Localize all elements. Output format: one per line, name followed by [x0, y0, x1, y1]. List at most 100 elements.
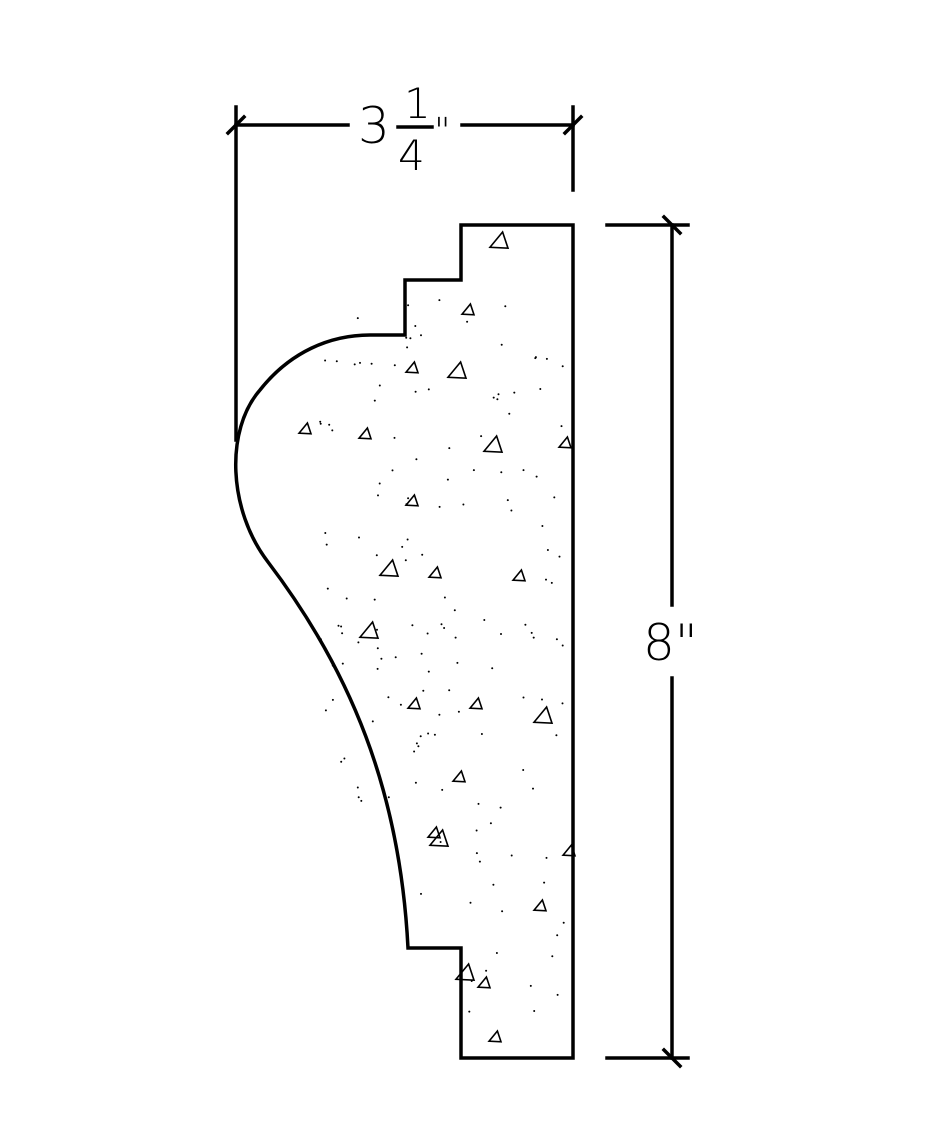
stipple-dot [522, 469, 525, 472]
stipple-dot [510, 854, 513, 857]
stipple-dot [360, 799, 363, 802]
stipple-dot [359, 361, 361, 364]
stipple-dot [555, 638, 558, 641]
stipple-dot [341, 632, 344, 635]
stipple-dot [409, 337, 412, 340]
stipple-dot [406, 346, 409, 349]
stipple-dot [443, 627, 446, 629]
stipple-dot [401, 545, 404, 548]
aggregate-triangle [468, 696, 484, 710]
aggregate-triangle [532, 898, 548, 912]
stipple-dot [501, 910, 504, 913]
aggregate-triangle [532, 705, 554, 725]
stipple-dot [433, 733, 436, 736]
stipple-dot [504, 305, 507, 308]
stipple-dot [438, 713, 441, 716]
stipple-dot [462, 503, 465, 506]
stipple-dot [522, 696, 525, 699]
aggregate-triangle [357, 426, 373, 440]
stipple-dot [561, 644, 564, 647]
stipple-dot [378, 482, 381, 485]
stipple-dot [513, 391, 516, 394]
stipple-dot [457, 710, 460, 713]
stipple-dot [370, 362, 373, 365]
stipple-dot [319, 638, 322, 641]
stipple-dot [472, 469, 475, 472]
stipple-dot [373, 598, 376, 601]
stipple-dot [414, 325, 417, 327]
stipple-dot [560, 425, 563, 428]
stipple-dot [358, 536, 360, 539]
stipple-dot [421, 553, 424, 556]
aggregate-triangle [358, 620, 380, 640]
stipple-dot [545, 357, 548, 360]
aggregate-triangle [482, 434, 504, 454]
stipple-dot [393, 364, 396, 367]
stipple-dot [406, 538, 409, 541]
stipple-dot [492, 396, 495, 399]
stipple-dot [491, 667, 494, 670]
profile-outline [233, 223, 575, 1060]
stipple-dot [469, 901, 472, 904]
stipple-dot [438, 299, 441, 302]
stipple-dot [414, 390, 417, 393]
tick-mark [225, 114, 247, 136]
aggregate-triangle [476, 975, 492, 989]
stipple-dot [539, 388, 542, 390]
stipple-dot [443, 596, 446, 599]
stipple-dot [562, 921, 565, 924]
stipple-dot [413, 750, 416, 753]
stipple-dot [440, 623, 443, 626]
stipple-dot [496, 398, 499, 401]
aggregate-triangle [404, 360, 420, 374]
aggregate-triangle [557, 435, 573, 449]
width-dimension: 3 1 4 " [225, 79, 584, 442]
stipple-dot [497, 393, 500, 396]
stipple-dot [545, 578, 547, 581]
stipple-dot [530, 631, 533, 634]
stipple-dot [373, 399, 376, 402]
stipple-dot [417, 745, 420, 748]
aggregate-triangle [454, 962, 476, 982]
stipple-dot [415, 742, 418, 745]
stipple-dot [475, 852, 478, 855]
stipple-dot [555, 734, 558, 737]
stipple-dot [441, 788, 444, 791]
stipple-dot [500, 343, 503, 346]
stipple-dot [319, 420, 322, 423]
stipple-dot [422, 689, 425, 692]
stipple-dot [522, 769, 525, 771]
stipple-dot [419, 735, 422, 738]
aggregate-triangle [446, 360, 468, 380]
stipple-dot [427, 388, 430, 391]
stipple-dot [324, 532, 327, 534]
stipple-dot [541, 698, 543, 701]
aggregate-triangle [487, 1029, 503, 1043]
stipple-dot [478, 860, 481, 863]
aggregate-triangle [297, 421, 313, 435]
stipple-dot [556, 993, 559, 996]
stipple-dot [439, 841, 442, 843]
height-dimension: 8" [605, 214, 698, 1069]
stipple-dot [456, 661, 459, 664]
stipple-dot [380, 657, 383, 660]
aggregate-triangle [378, 558, 400, 578]
stipple-dot [340, 760, 343, 763]
stipple-dot [543, 881, 546, 884]
stipple-dot [356, 317, 359, 320]
stipple-dot [448, 447, 451, 450]
stipple-dot [541, 525, 544, 527]
stipple-dot [357, 796, 360, 799]
stipple-dot [357, 641, 360, 644]
stipple-dot [371, 720, 374, 723]
stipple-dot [545, 856, 548, 859]
stipple-dot [420, 652, 423, 655]
stipple-dot [508, 412, 511, 415]
tick-mark [661, 214, 683, 236]
stipple-dot [551, 955, 554, 958]
stipple-dot [466, 320, 469, 323]
stipple-dot [328, 423, 331, 426]
stipple-dot [387, 796, 390, 799]
aggregate-triangle [561, 843, 577, 857]
